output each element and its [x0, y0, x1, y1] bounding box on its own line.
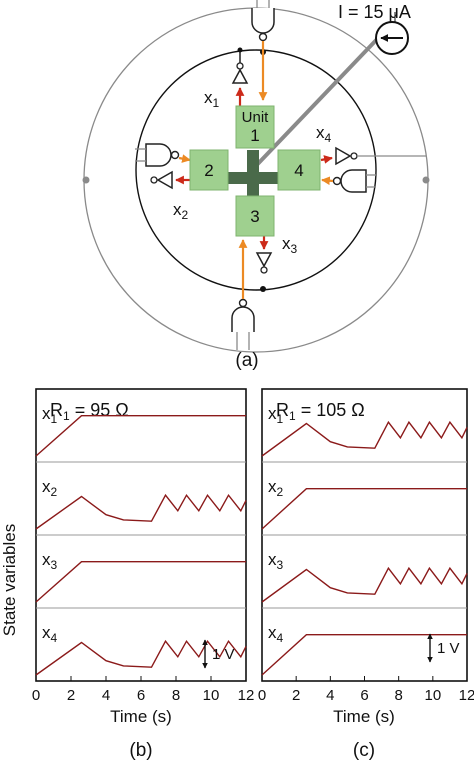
output-arrow-x4 [320, 155, 333, 164]
x-tick-label-4-b: 4 [102, 687, 110, 704]
x-tick-label-0-b: 0 [32, 687, 40, 704]
unit-label: Unit [242, 109, 270, 126]
unit-2: 2 [189, 149, 229, 191]
label-x1: x1 [204, 88, 220, 110]
trace-x1-b [35, 415, 246, 457]
x-tick-label-2-b: 2 [67, 687, 75, 704]
inner-ring [135, 49, 377, 291]
unit-1-number: 1 [250, 126, 259, 145]
chart-panel-c: R1 = 105 Ω x1 x2 x3 x4 0 2 4 6 8 10 12 Time (s) (… [258, 388, 474, 761]
trace-x2-c [261, 488, 467, 530]
caption-c: (c) [353, 740, 375, 761]
x-tick-label-6-b: 6 [137, 687, 145, 704]
input-arrow-right [321, 176, 334, 186]
x-tick-label-12-b: 12 [238, 687, 255, 704]
row-label-x3-b: x3 [42, 550, 58, 572]
unit-4: 4 [277, 149, 321, 191]
unit-1: Unit 1 [235, 105, 275, 149]
panel-b-xlabel: Time (s) [110, 707, 172, 726]
current-source [375, 21, 409, 55]
circuit-diagram: I = 15 μA [82, 0, 430, 371]
x-tick-label-4-c: 4 [326, 687, 334, 704]
trace-x3-b [35, 561, 246, 603]
nand-gate-top-icon [251, 0, 275, 42]
scale-label-b: 1 V [212, 646, 235, 663]
row-label-x4-c: x4 [268, 623, 284, 645]
inverter-x4-icon [335, 146, 426, 166]
caption-a: (a) [235, 350, 258, 371]
x-tick-label-10-b: 10 [203, 687, 220, 704]
trace-x3-c [261, 566, 468, 603]
x-tick-label-8-c: 8 [394, 687, 402, 704]
current-label: I = 15 μA [338, 2, 411, 22]
unit-2-number: 2 [204, 161, 213, 180]
panel-b-title: R1 = 95 Ω [50, 400, 129, 423]
x-tick-label-8-b: 8 [172, 687, 180, 704]
row-label-x1-c: x1 [268, 404, 284, 426]
node-dot-left [82, 176, 90, 184]
scale-label-c: 1 V [437, 640, 460, 657]
row-label-x2-c: x2 [268, 477, 284, 499]
caption-b: (b) [129, 740, 152, 761]
row-label-x2-b: x2 [42, 477, 58, 499]
label-x4: x4 [316, 123, 332, 145]
unit-4-number: 4 [294, 161, 303, 180]
trace-x4-c [261, 634, 467, 676]
trace-x4-b [35, 639, 247, 676]
nand-gate-bottom-icon [231, 298, 255, 350]
node-dot-bottom [260, 286, 266, 292]
inverter-x3-icon [255, 252, 273, 274]
unit-3-number: 3 [250, 207, 259, 226]
unit-3: 3 [235, 195, 275, 237]
trace-x2-b [35, 493, 247, 530]
x-tick-label-10-c: 10 [424, 687, 441, 704]
nand-gate-right-icon [332, 169, 376, 193]
scale-bar-c: 1 V [427, 633, 460, 663]
input-arrow-left [178, 154, 191, 163]
label-x3: x3 [282, 234, 298, 256]
nand-gate-left-icon [135, 143, 180, 167]
scale-bar-b: 1 V [202, 639, 235, 669]
x-tick-label-0-c: 0 [258, 687, 266, 704]
x-tick-label-6-c: 6 [360, 687, 368, 704]
x-tick-label-12-c: 12 [459, 687, 474, 704]
node-dot-right [422, 176, 430, 184]
label-x2: x2 [173, 200, 189, 222]
row-label-x4-b: x4 [42, 623, 58, 645]
row-label-x1-b: x1 [42, 404, 58, 426]
x-tick-label-2-c: 2 [292, 687, 300, 704]
chart-panel-b: R1 = 95 Ω x1 x2 x3 x4 0 2 4 6 8 10 12 Time (s) (b… [32, 388, 255, 761]
inverter-x2-icon [150, 170, 173, 190]
coupling-bar-vertical [247, 150, 259, 198]
inverter-x1-icon [231, 47, 249, 84]
panel-c-xlabel: Time (s) [333, 707, 395, 726]
row-label-x3-c: x3 [268, 550, 284, 572]
y-axis-label: State variables [0, 524, 19, 636]
panel-c-title: R1 = 105 Ω [276, 400, 365, 423]
trace-x1-c [261, 420, 468, 457]
